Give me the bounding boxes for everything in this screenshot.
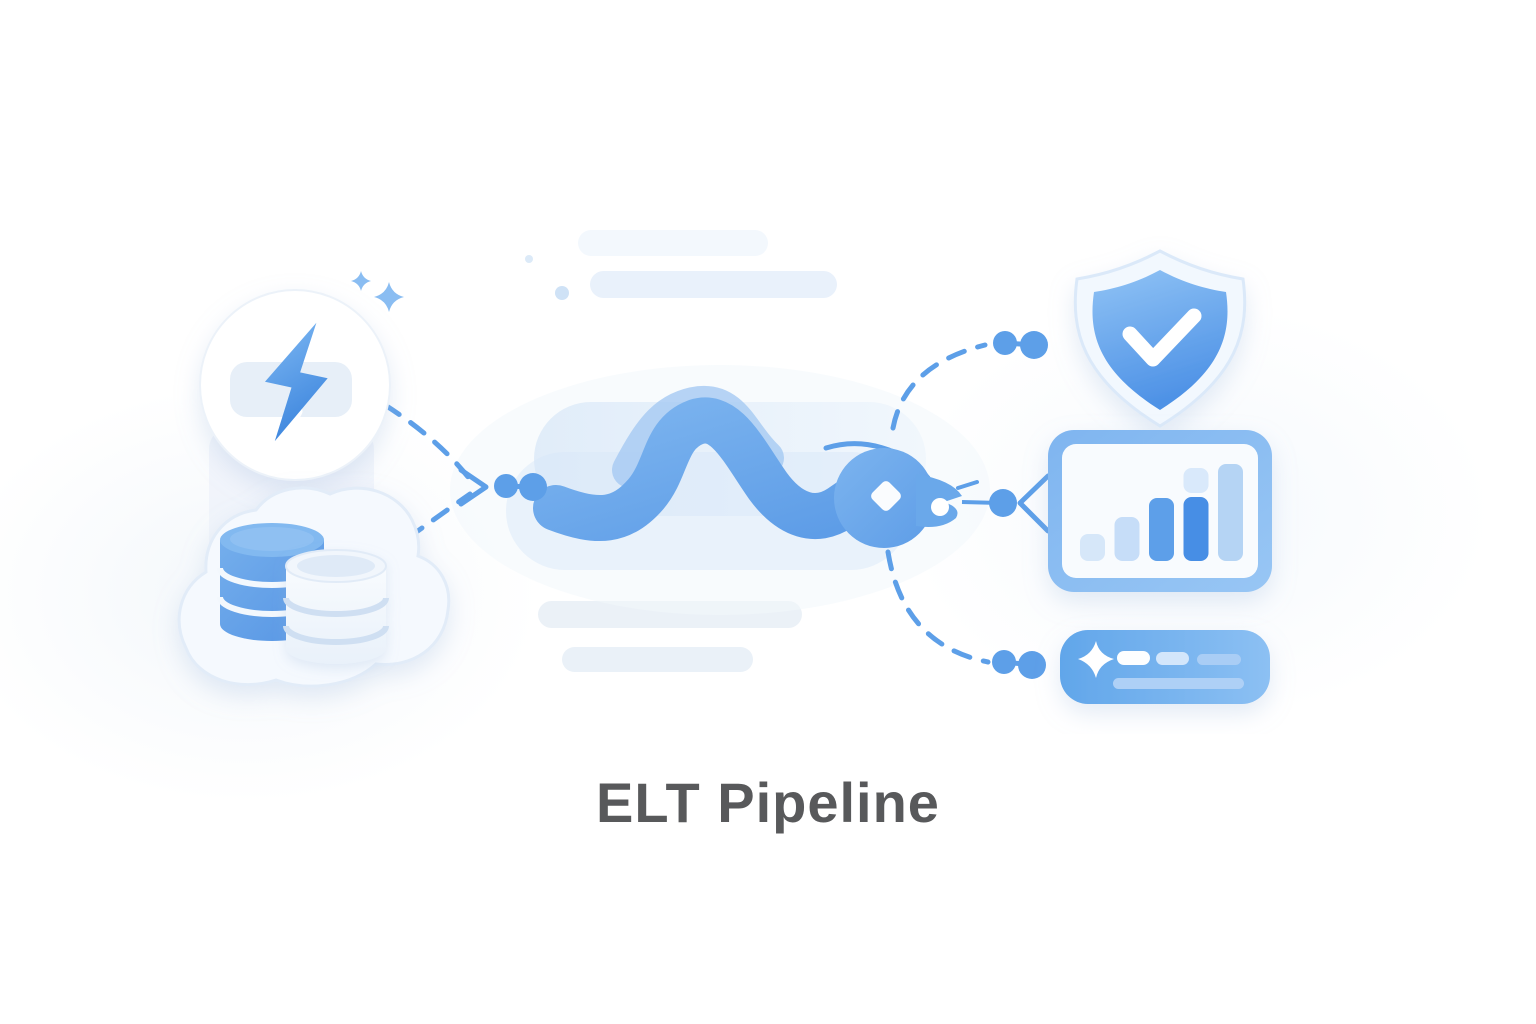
connector-dot [989, 489, 1017, 517]
snake-eye [931, 498, 949, 516]
shield-inner [1092, 270, 1228, 410]
data-stream-snake-icon [506, 385, 979, 570]
deco-pill [562, 647, 753, 672]
sparkle-icon [374, 282, 404, 312]
text-line-pill [1117, 651, 1150, 665]
text-line-pill [1113, 678, 1244, 689]
snake-whisker [956, 480, 979, 490]
deco-dot [525, 255, 533, 263]
deco-pill [578, 230, 768, 256]
connector-dot [519, 473, 547, 501]
db-stripe [283, 625, 389, 645]
chart-bar [1149, 498, 1174, 561]
check-icon [1122, 308, 1202, 367]
sparkle-icon [351, 271, 371, 291]
deco-dot [555, 286, 569, 300]
connector-dot [1020, 331, 1048, 359]
sparkle-report-card-icon [1060, 630, 1270, 704]
lightning-bolt-icon [264, 322, 328, 450]
bolt-shape [264, 322, 328, 442]
arrow-chevron-icon [458, 467, 489, 507]
chart-bar [1218, 464, 1243, 561]
deco-pill [508, 666, 540, 687]
connector-dashed-to-report [885, 549, 991, 665]
shield-check-icon [1073, 249, 1247, 428]
db-top-inner [297, 555, 375, 577]
connector-fork-to-chart [1017, 473, 1051, 534]
power-source-node [199, 271, 404, 481]
right-connectors [885, 331, 1051, 679]
text-line-pill [1156, 652, 1189, 665]
chart-bar-cap [1183, 468, 1209, 493]
page-title: ELT Pipeline [596, 771, 940, 834]
database-cylinder-white [283, 549, 389, 664]
connector-dashed-to-shield [890, 342, 988, 431]
connector-dot [992, 650, 1016, 674]
db-stripe [283, 597, 389, 617]
sparkle-icon [1078, 641, 1114, 678]
connector-dot [993, 331, 1017, 355]
chart-bar [1080, 534, 1105, 561]
text-line-pill [1197, 654, 1241, 665]
cloud-database-node [177, 486, 451, 688]
bar-chart-bars [1080, 464, 1243, 561]
bar-chart-card [1048, 430, 1272, 592]
connector-dot [494, 474, 518, 498]
deco-pill [590, 271, 837, 298]
chart-bar [1183, 497, 1209, 561]
snake-diamond [871, 481, 901, 511]
chart-bar [1114, 517, 1140, 561]
db-top-inner [230, 527, 314, 551]
connector-dot [1018, 651, 1046, 679]
